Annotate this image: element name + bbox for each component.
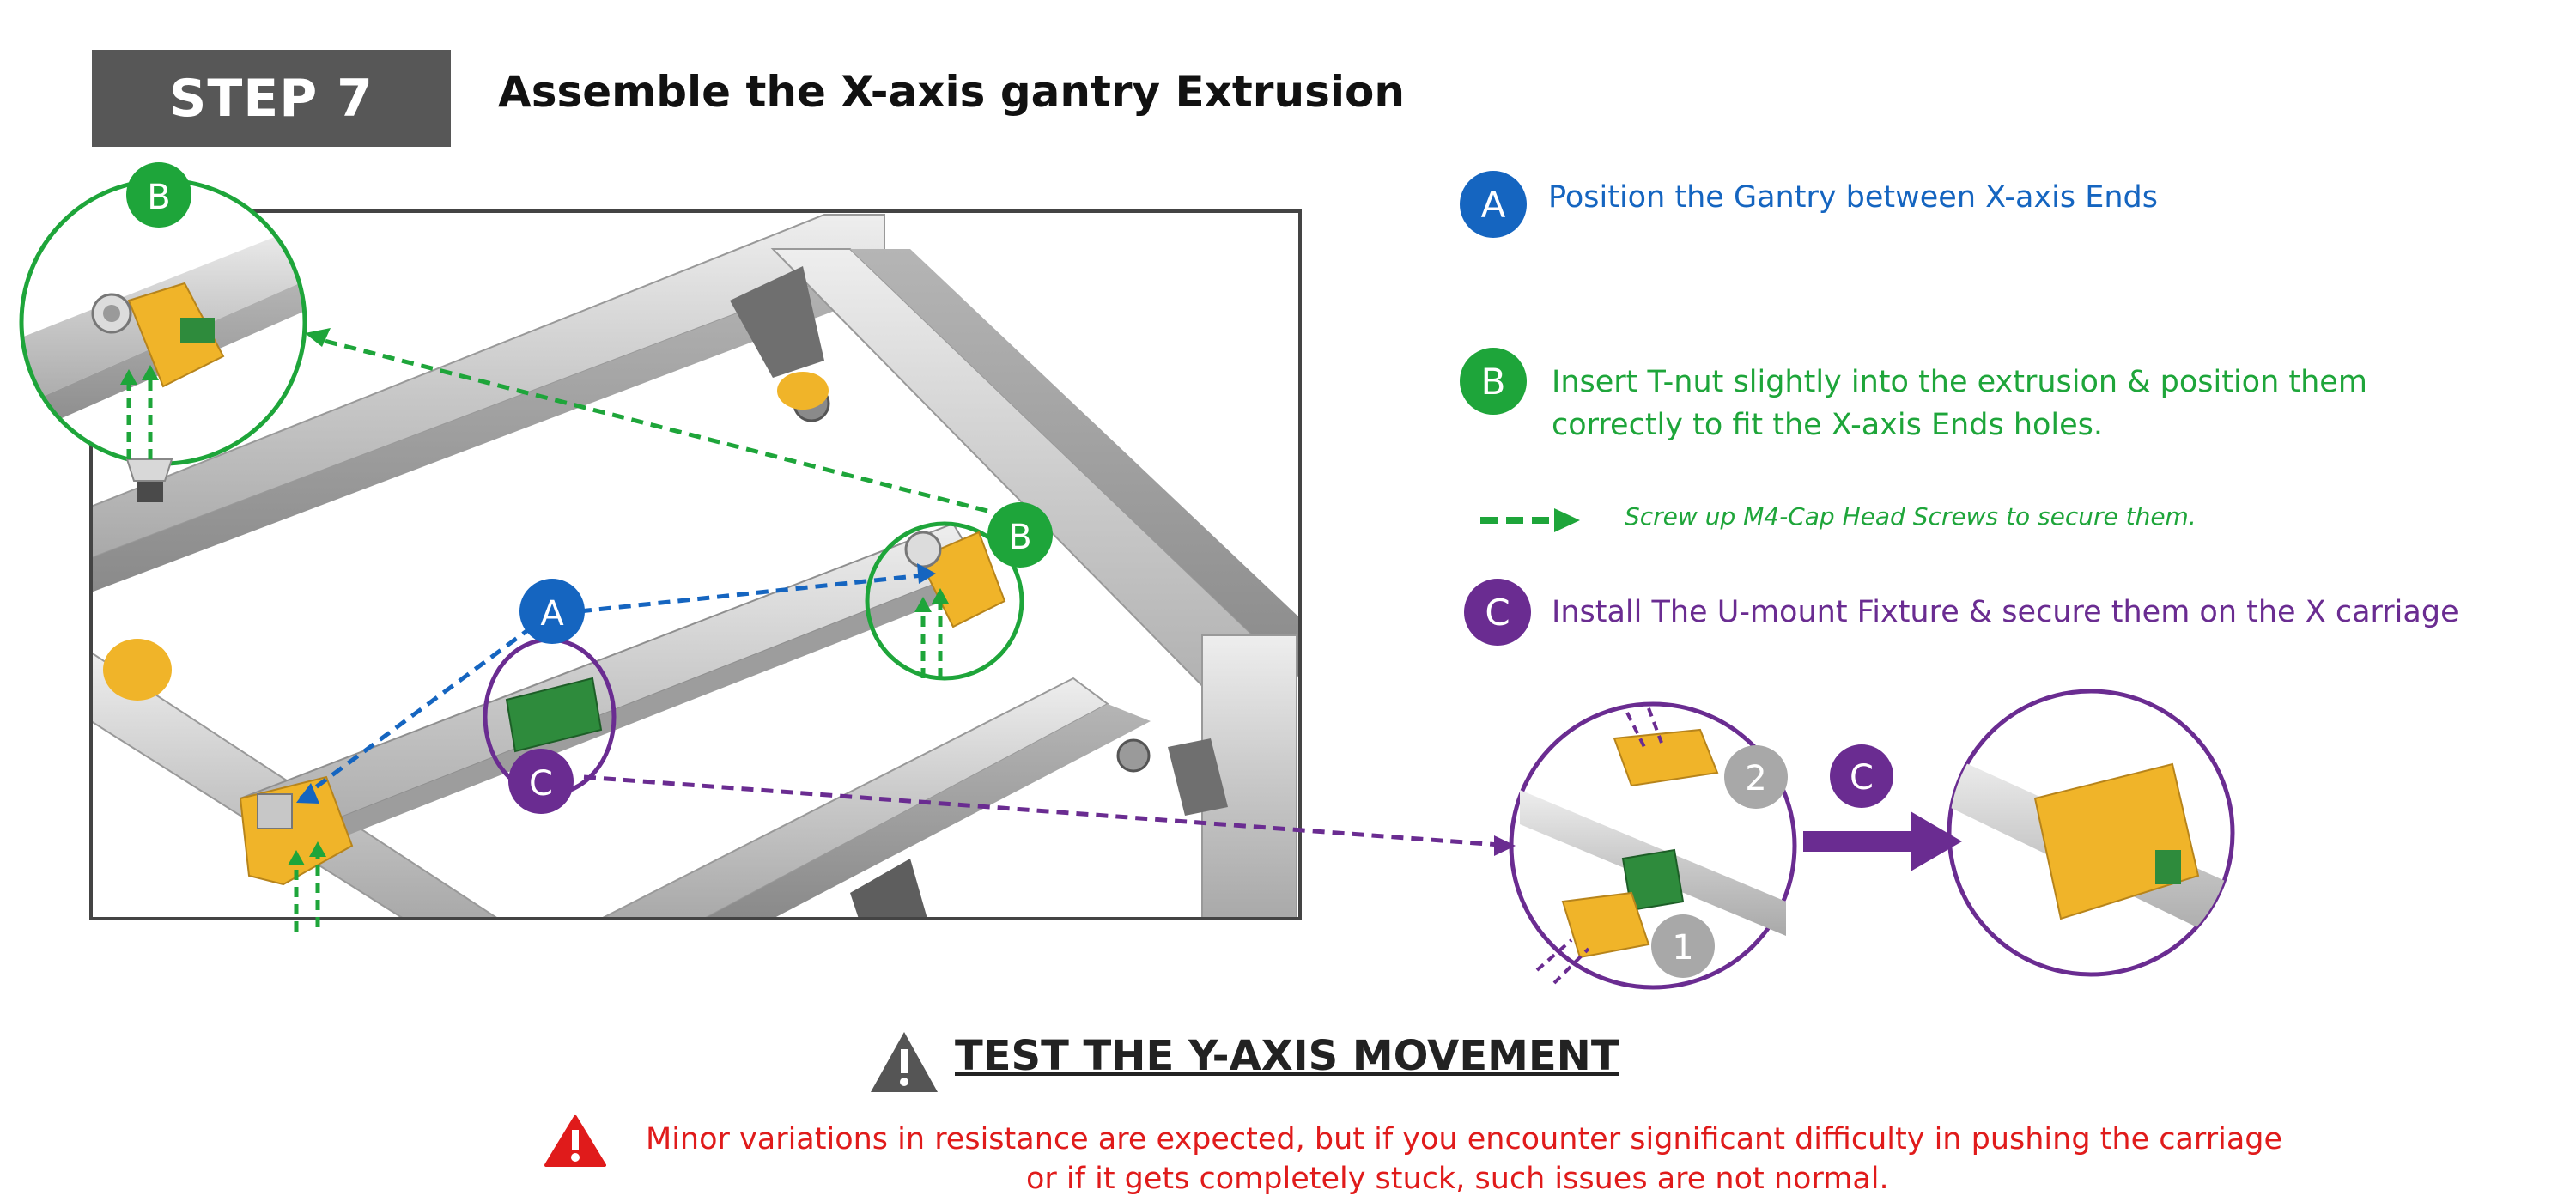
note-b-line-2: correctly to fit the X-axis Ends holes.	[1552, 408, 2104, 442]
legend-text: Screw up M4-Cap Head Screws to secure th…	[1625, 502, 2196, 531]
test-title: TEST THE Y-AXIS MOVEMENT	[955, 1032, 1619, 1080]
badge-b-right: B	[1008, 518, 1031, 557]
badge-c: C	[529, 764, 553, 804]
step-badge: STEP 7	[92, 50, 451, 147]
warning-line-1: Minor variations in resistance are expec…	[646, 1122, 2283, 1157]
alert-icon	[544, 1115, 606, 1167]
note-c-badge: C	[1464, 579, 1531, 646]
step-1-label: 1	[1672, 928, 1693, 968]
inset-c-process: 2 1	[1509, 701, 1797, 990]
process-c-label: C	[1850, 758, 1874, 798]
badge-a: A	[540, 594, 564, 634]
note-c-text: Install The U-mount Fixture & secure the…	[1552, 595, 2459, 629]
warning-line-2: or if it gets completely stuck, such iss…	[1026, 1162, 1889, 1196]
note-b-line-1: Insert T-nut slightly into the extrusion…	[1552, 365, 2367, 399]
badge-b-top: B	[147, 178, 170, 217]
step-title: Assemble the X-axis gantry Extrusion	[498, 67, 1405, 117]
inset-b-main	[865, 521, 1024, 681]
note-a-text: Position the Gantry between X-axis Ends	[1548, 180, 2158, 215]
inset-b-top-left	[19, 178, 307, 502]
main-illustration	[91, 211, 1300, 919]
step-label: STEP 7	[169, 68, 374, 129]
connectors	[299, 337, 1512, 848]
inset-c-result	[1947, 689, 2235, 977]
main-frame	[89, 209, 1302, 920]
step-2-label: 2	[1745, 759, 1766, 798]
figure-badges: B B A C	[126, 162, 1053, 814]
note-a-badge: A	[1460, 171, 1527, 238]
note-b-badge: B	[1460, 348, 1527, 415]
warning-triangle-icon	[871, 1032, 938, 1092]
screw-arrows	[126, 378, 943, 932]
dashed-arrow-icon	[1480, 508, 1580, 532]
process-arrow: C	[1803, 744, 1962, 871]
